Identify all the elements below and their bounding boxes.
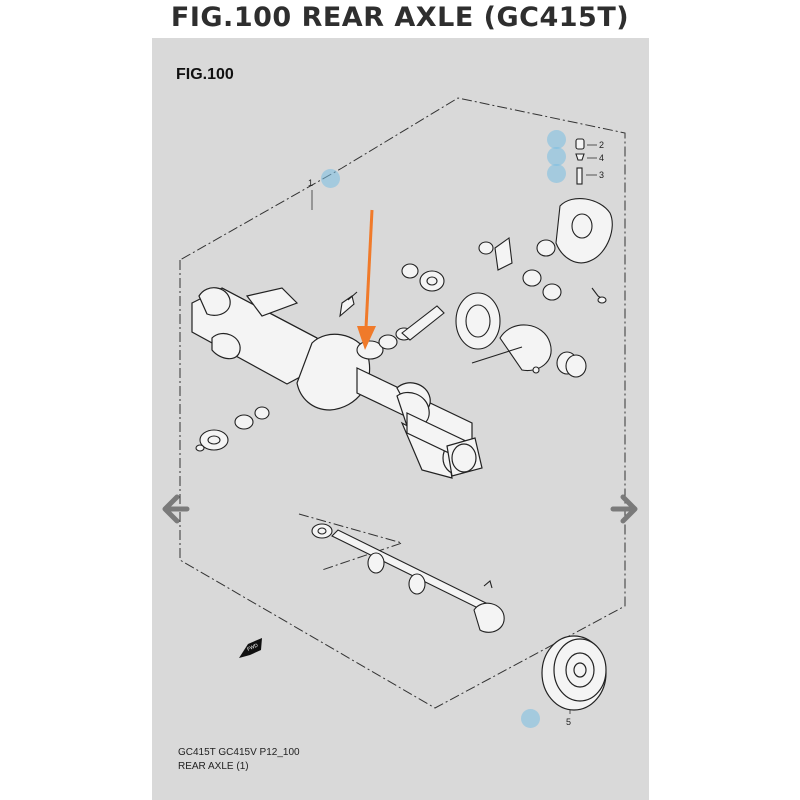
brake-drum — [541, 635, 607, 711]
next-image-button[interactable] — [609, 492, 643, 526]
highlight-arrow — [357, 209, 376, 350]
fwd-label: FWD — [246, 642, 259, 652]
part-label-3: 3 — [599, 170, 605, 180]
differential-cover — [555, 138, 613, 304]
page-title: FIG.100 REAR AXLE (GC415T) — [0, 0, 800, 38]
fwd-arrow-icon — [239, 638, 262, 658]
exploded-parts-diagram: FWD — [179, 97, 626, 714]
diagram-caption-title: REAR AXLE (1) — [178, 761, 249, 772]
axle-housing-right — [396, 391, 483, 477]
part-label-5: 5 — [566, 717, 572, 727]
part-2-hotspot[interactable] — [547, 130, 566, 149]
diagram-caption-code: GC415T GC415V P12_100 — [178, 747, 300, 758]
chevron-right-icon — [610, 494, 638, 524]
differential-parts — [339, 237, 587, 378]
part-label-4: 4 — [599, 153, 605, 163]
figure-label: FIG.100 — [176, 66, 234, 83]
left-flange — [195, 406, 270, 452]
part-3-hotspot[interactable] — [547, 164, 566, 183]
chevron-left-icon — [162, 494, 190, 524]
part-5-hotspot[interactable] — [521, 709, 540, 728]
part-1-hotspot[interactable] — [321, 169, 340, 188]
diagram-viewer: FWD FIG.100 1 2 4 3 5 GC415T GC415V P12_… — [152, 38, 649, 800]
part-4-hotspot[interactable] — [547, 147, 566, 166]
assembly-boundary — [179, 97, 626, 709]
previous-image-button[interactable] — [157, 492, 191, 526]
part-label-1: 1 — [308, 178, 314, 188]
axle-shaft — [311, 523, 505, 633]
part-label-2: 2 — [599, 140, 605, 150]
